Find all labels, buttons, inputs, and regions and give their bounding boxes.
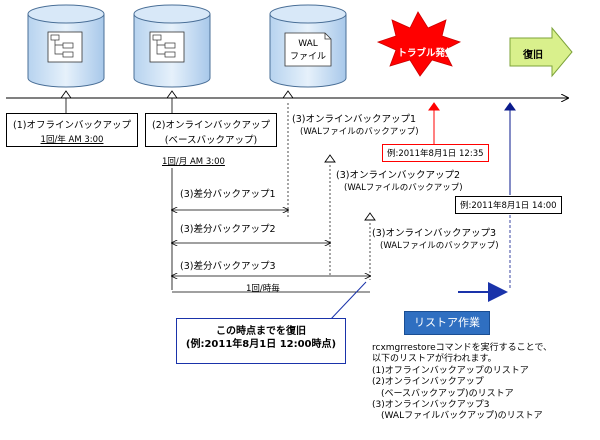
wal-file-label-line1: WAL [298, 39, 318, 49]
diff-backup-2: (3)差分バックアップ2 [180, 224, 276, 235]
trouble-star-icon [376, 11, 462, 77]
trouble-marker-icon [428, 102, 440, 111]
restore-desc-line-3: (2)オンラインバックアップ [372, 377, 484, 388]
online-base-title: (2)オンラインバックアップ [152, 120, 270, 131]
diff-backup-3: (3)差分バックアップ3 [180, 261, 276, 272]
trouble-label: トラブル発生 [397, 48, 455, 59]
offline-backup-schedule: 1回/年 AM 3:00 [40, 135, 104, 145]
offline-backup-box: (1)オフラインバックアップ 1回/年 AM 3:00 [6, 113, 138, 147]
online-base-subtitle: (ベースバックアップ) [164, 135, 258, 146]
restore-label: 復旧 [523, 50, 543, 61]
restore-point-callout: この時点までを復旧 (例:2011年8月1日 12:00時点) [176, 318, 346, 364]
online-wal1-marker-icon [282, 90, 294, 99]
database-cylinder-icon-1 [27, 4, 105, 88]
restore-desc-line-0: rcxmgrrestoreコマンドを実行することで、 [372, 343, 552, 353]
wal-cylinder-icon [269, 4, 347, 88]
restore-point-line1: この時点までを復旧 [216, 326, 306, 337]
diff-backup-1: (3)差分バックアップ1 [180, 189, 276, 200]
restore-point-line2: (例:2011年8月1日 12:00時点) [185, 339, 337, 350]
trouble-example: 例:2011年8月1日 12:35 [382, 144, 489, 162]
restore-work-button[interactable]: リストア作業 [404, 311, 490, 335]
restore-point-pointer [329, 281, 367, 321]
restore-desc-line-1: 以下のリストアが行われます。 [372, 354, 497, 365]
online-wal-backup-2: (3)オンラインバックアップ2 (WALファイルのバックアップ) [336, 170, 463, 193]
restore-desc-line-6: (WALファイルバックアップ)のリストア [372, 411, 543, 422]
restore-desc-line-2: (1)オフラインバックアップのリストア [372, 365, 529, 376]
offline-backup-title: (1)オフラインバックアップ [13, 120, 131, 131]
database-cylinder-icon-2 [133, 4, 211, 88]
offline-backup-marker-icon [60, 90, 72, 99]
online-wal3-marker-icon [364, 212, 376, 221]
online-base-marker-icon [166, 90, 178, 99]
online-wal2-marker-icon [324, 154, 336, 163]
online-wal-backup-3: (3)オンラインバックアップ3 (WALファイルのバックアップ) [372, 228, 499, 251]
online-base-backup-box: (2)オンラインバックアップ (ベースバックアップ) [145, 113, 277, 147]
restore-arrow-icon [509, 26, 573, 78]
restore-desc-line-5: (3)オンラインバックアップ3 [372, 400, 490, 411]
restore-marker-icon [504, 102, 516, 111]
restore-example: 例:2011年8月1日 14:00 [455, 196, 562, 214]
hourly-label: 1回/時毎 [246, 284, 280, 294]
restore-description: rcxmgrrestoreコマンドを実行することで、 以下のリストアが行われます… [372, 343, 552, 423]
restore-desc-line-4: (ベースバックアップ)のリストア [372, 388, 514, 399]
wal-file-label-line2: ファイル [290, 52, 326, 62]
online-wal-backup-1: (3)オンラインバックアップ1 (WALファイルのバックアップ) [292, 114, 419, 137]
online-base-schedule: 1回/月 AM 3:00 [162, 157, 225, 167]
